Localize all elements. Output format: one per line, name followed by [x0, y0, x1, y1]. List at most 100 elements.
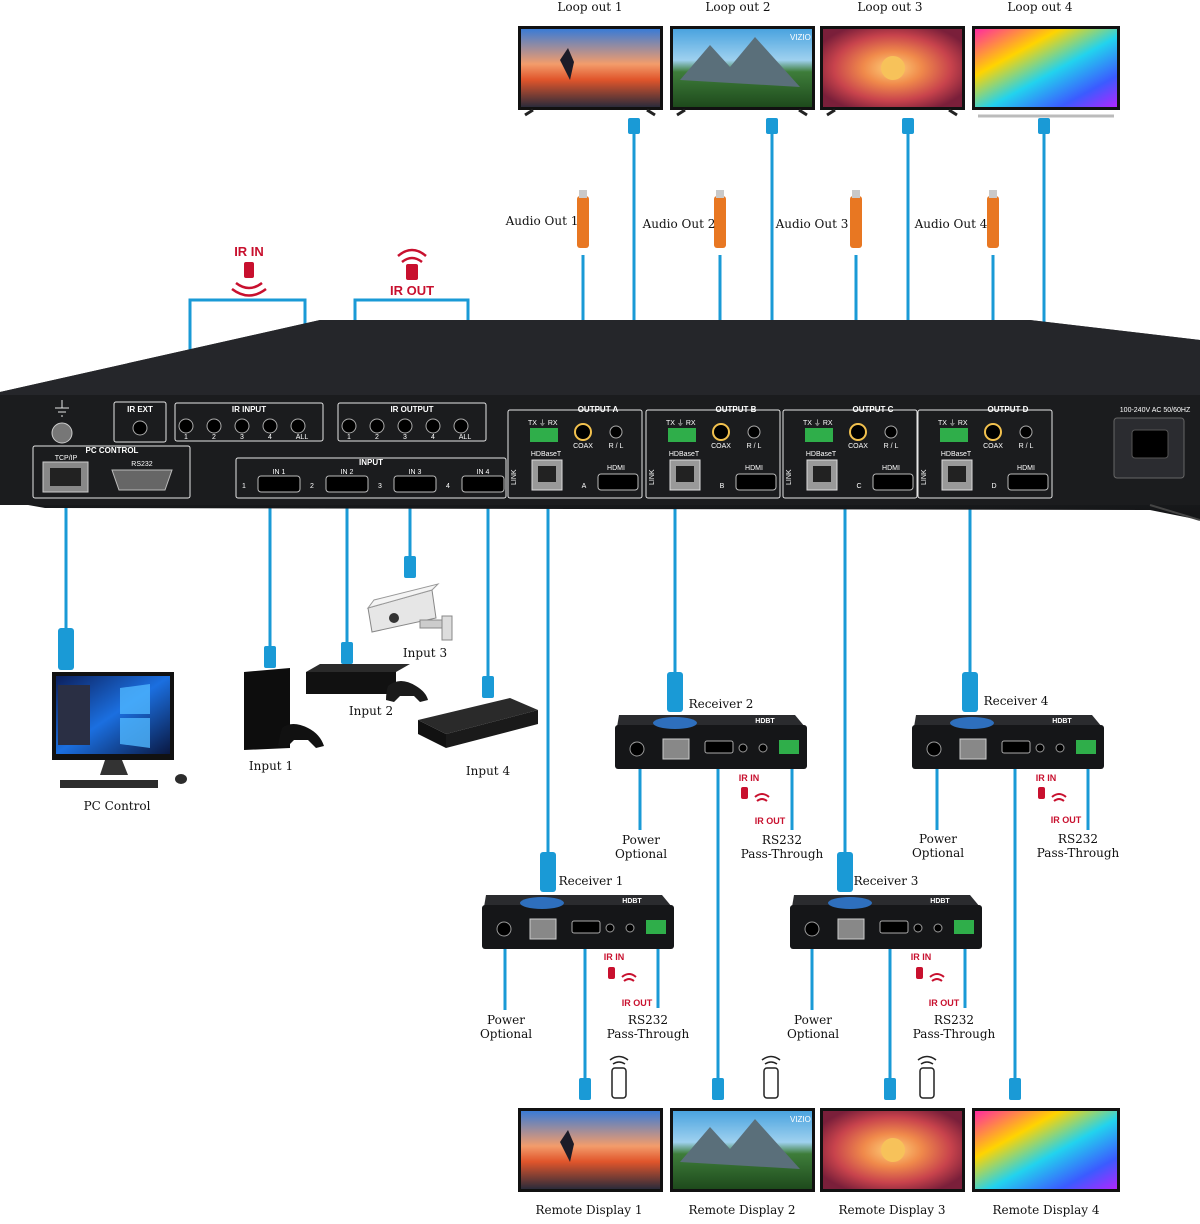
rl-jack — [1019, 425, 1033, 439]
hdbaset-port-socket — [538, 466, 556, 482]
ir-output-label: IR OUTPUT — [390, 405, 433, 414]
hdmi-output-port — [872, 473, 914, 491]
coax-jack — [849, 423, 867, 441]
audio-out-4-label: Audio Out 4 — [914, 217, 988, 231]
hdmi-input-label: IN 3 — [409, 469, 422, 476]
coax-jack — [712, 423, 730, 441]
rl-label: R / L — [609, 443, 624, 450]
tx-rx-label: TX ⏚ RX — [938, 419, 968, 427]
loop-out-2-label: Loop out 2 — [705, 0, 771, 14]
rl-jack — [609, 425, 623, 439]
receiver-4-ir-in: IR IN — [1035, 773, 1057, 783]
loop-out-4-label: Loop out 4 — [1007, 0, 1073, 14]
coax-jack — [574, 423, 592, 441]
tx-rx-label: TX ⏚ RX — [666, 419, 696, 427]
hdmi-plug-icon — [712, 1078, 724, 1100]
rca-plug-icon — [850, 190, 862, 248]
hdmi-plug-icon — [1038, 118, 1050, 134]
ir-input-jack — [262, 418, 278, 434]
remote-control-icon — [917, 1055, 937, 1099]
hdmi-plug-icon — [766, 118, 778, 134]
ir-output-jack-label: 4 — [431, 434, 435, 441]
ir-signal-icon — [397, 248, 427, 280]
tv-icon — [820, 26, 965, 117]
receiver-1: HDBT — [482, 895, 674, 982]
hdmi-input-port — [325, 475, 369, 493]
rear-panel — [32, 400, 1185, 499]
receiver-2-label: Receiver 2 — [688, 697, 754, 711]
hdmi-input-port — [257, 475, 301, 493]
pc-control-caption: PC Control — [83, 799, 151, 813]
hdmi-output-port — [597, 473, 639, 491]
pc-control-label: PC CONTROL — [86, 446, 139, 455]
audio-out-2-label: Audio Out 2 — [642, 217, 716, 231]
receiver-1-ir-in: IR IN — [603, 952, 625, 962]
ground-icon — [55, 400, 69, 417]
ir-output-jack — [341, 418, 357, 434]
remote-display-tvs: VIZIO — [518, 1108, 1120, 1192]
input-3-caption: Input 3 — [402, 646, 448, 660]
ethernet-plug-icon — [667, 672, 683, 712]
ir-in-label: IR IN — [234, 244, 264, 259]
ir-input-jack — [178, 418, 194, 434]
receiver-brand: HDBT — [622, 898, 642, 905]
console-input-1 — [244, 668, 324, 750]
dvd-player-input-4 — [418, 698, 538, 748]
output-block-label: OUTPUT A — [578, 405, 619, 414]
source-plugs — [58, 556, 978, 892]
link-label: LINK — [921, 469, 928, 485]
coax-label: COAX — [848, 443, 868, 450]
receiver-4-ir-out: IR OUT — [1050, 815, 1082, 825]
tv-icon — [972, 26, 1120, 118]
tv-brand: VIZIO — [790, 1115, 811, 1124]
panel-labels: IR EXT IR INPUT IR OUTPUT PC CONTROL TCP… — [55, 405, 1191, 468]
coax-label: COAX — [711, 443, 731, 450]
remotes — [609, 1055, 937, 1099]
receiver-3-label: Receiver 3 — [853, 874, 919, 888]
ethernet-plug-icon — [962, 672, 978, 712]
tv-icon — [518, 26, 663, 117]
output-letter: D — [991, 483, 996, 490]
remote-display-2-caption: Remote Display 2 — [688, 1203, 796, 1217]
input-label: INPUT — [359, 458, 383, 467]
hdmi-out-label: HDMI — [745, 465, 763, 472]
hdmi-plug-icon — [264, 646, 276, 668]
input-1-caption: Input 1 — [248, 759, 294, 773]
tv-icon: VIZIO — [670, 1108, 815, 1192]
terminal-block — [805, 428, 833, 442]
ground-screw — [51, 422, 73, 444]
hdmi-input-port — [393, 475, 437, 493]
ir-input-jack-label: 3 — [240, 434, 244, 441]
ir-output-jack — [397, 418, 413, 434]
receiver-2-ir-out: IR OUT — [754, 816, 786, 826]
rca-plug-icon — [987, 190, 999, 248]
hdbaset-port-socket — [813, 466, 831, 482]
terminal-block — [530, 428, 558, 442]
hdbaset-label: HDBaseT — [531, 451, 562, 458]
receiver-4: HDBT — [912, 715, 1104, 802]
loop-out-tvs: VIZIO — [518, 26, 1120, 118]
receiver-2: HDBT — [615, 715, 807, 802]
hdmi-output-port — [1007, 473, 1049, 491]
ethernet-plug-icon — [58, 628, 74, 670]
tv-icon — [820, 1108, 965, 1192]
rl-jack — [747, 425, 761, 439]
ir-input-jack-label: ALL — [296, 434, 309, 441]
hdbaset-port-socket — [948, 466, 966, 482]
ir-output-jack-label: 3 — [403, 434, 407, 441]
link-label: LINK — [649, 469, 656, 485]
hdmi-out-label: HDMI — [1017, 465, 1035, 472]
ir-output-jack — [425, 418, 441, 434]
ir-signal-icon — [608, 967, 637, 982]
hdmi-plug-icon — [404, 556, 416, 578]
hdbaset-label: HDBaseT — [941, 451, 972, 458]
hdmi-plug-icon — [902, 118, 914, 134]
hdmi-out-label: HDMI — [882, 465, 900, 472]
rca-plugs — [577, 190, 999, 248]
